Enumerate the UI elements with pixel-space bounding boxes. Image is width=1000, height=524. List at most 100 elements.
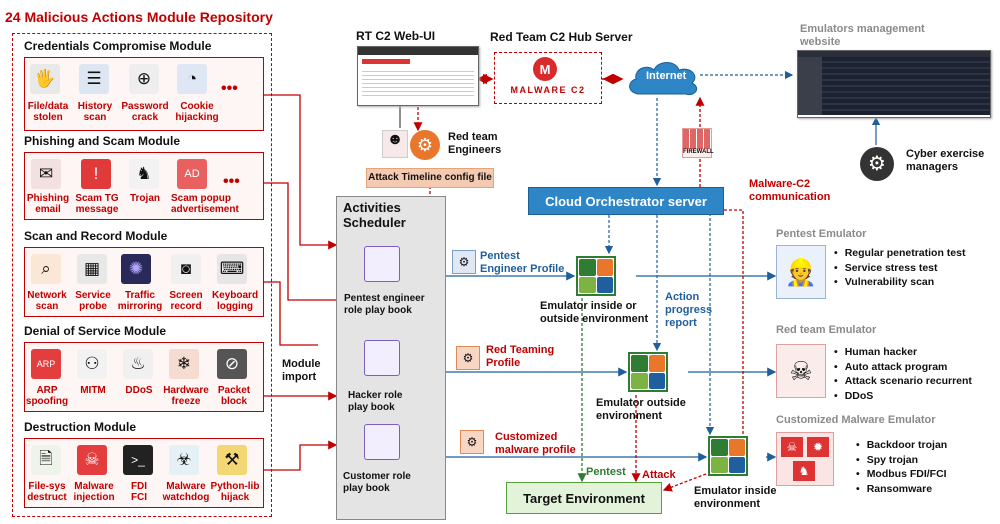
module-title-destruction: Destruction Module (24, 420, 137, 434)
action-label: Phishing email (26, 193, 70, 215)
module-scan-record[interactable]: ⌕ ▦ ✺ ◙ ⌨ Network scan Service probe Tra… (24, 247, 264, 317)
list-item: Modbus FDI/FCI (856, 467, 947, 482)
emulator-label-1: Emulator inside or outside environment (540, 300, 649, 325)
service-probe-icon: ▦ (77, 254, 107, 284)
malware-c2-logo-icon: M (533, 57, 557, 81)
firewall-label: FIREWALL (683, 149, 714, 155)
mgmt-website-screenshot (797, 50, 991, 118)
internet-cloud-icon (629, 62, 698, 96)
popup-ad-icon: AD (177, 159, 207, 189)
action-label: Traffic mirroring (117, 290, 163, 312)
attack-timeline-config[interactable]: Attack Timeline config file (366, 168, 494, 188)
emulator-label-3: Emulator inside environment (694, 485, 777, 510)
hardware-freeze-icon: ❄ (169, 349, 199, 379)
action-label: Hardware freeze (163, 385, 209, 407)
c2-hub-server[interactable]: M MALWARE C2 (494, 52, 602, 104)
module-phishing[interactable]: ✉ ! ♞ AD ••• Phishing email Scam TG mess… (24, 152, 264, 220)
playbook-label-hacker: Hacker role play book (348, 390, 403, 413)
cyber-managers-label: Cyber exercise managers (906, 148, 985, 173)
spy-icon: ✹ (807, 437, 829, 457)
malware-profile-icon: ⚙ (460, 430, 484, 454)
action-label: History scan (77, 101, 113, 123)
screen-record-icon: ◙ (171, 254, 201, 284)
mgmt-title: Emulators management website (800, 23, 925, 48)
internet-label: Internet (646, 70, 687, 82)
cookie-icon: ◔ (177, 64, 207, 94)
phishing-email-icon: ✉ (31, 159, 61, 189)
malware-c2-comm-label: Malware-C2 communication (749, 178, 831, 203)
traffic-mirror-icon: ✺ (121, 254, 151, 284)
list-item: Vulnerability scan (834, 275, 965, 290)
module-credentials[interactable]: 🖐 ☰ ⊕ ◔ ••• File/data stolen History sca… (24, 57, 264, 131)
emulator-label-2: Emulator outside environment (596, 397, 686, 422)
module-import-label: Module import (282, 358, 321, 383)
playbook-label-customer: Customer role play book (343, 471, 411, 494)
list-item: Spy trojan (856, 453, 947, 468)
action-progress-label: Action progress report (665, 291, 713, 329)
cyber-manager-icon: ⚙ (860, 147, 894, 181)
pentest-profile-icon: ⚙ (452, 250, 476, 274)
action-label: Scam TG message (75, 193, 119, 215)
scam-message-icon: ! (81, 159, 111, 189)
playbook-icon (364, 424, 400, 460)
pentest-list: Regular penetration test Service stress … (834, 246, 966, 290)
emulator-node-1[interactable] (576, 256, 616, 296)
trojan-horse-icon: ♞ (793, 461, 815, 481)
list-item: Auto attack program (834, 360, 972, 375)
trojan-icon: ♞ (129, 159, 159, 189)
red-team-hacker-icon: ☻ (382, 130, 408, 158)
redteam-profile-label: Red Teaming Profile (486, 344, 555, 369)
list-item: Service stress test (834, 261, 965, 276)
target-environment[interactable]: Target Environment (506, 482, 662, 514)
backdoor-icon: ☠ (781, 437, 803, 457)
module-import-lines (262, 94, 338, 471)
history-scan-icon: ☰ (79, 64, 109, 94)
hacker-icon: ☠ (776, 344, 826, 398)
list-item: Human hacker (834, 345, 972, 360)
action-label: FDI FCI (130, 481, 148, 503)
playbook-icon (364, 340, 400, 376)
redteam-emulator-title: Red team Emulator (776, 324, 877, 336)
malware-injection-icon: ☠ (77, 445, 107, 475)
pentest-profile-label: Pentest Engineer Profile (480, 250, 565, 275)
cloud-orchestrator-server[interactable]: Cloud Orchestrator server (528, 187, 724, 215)
redteam-list: Human hacker Auto attack program Attack … (834, 345, 972, 403)
action-label: Python-lib hijack (210, 481, 260, 503)
list-item: Ransomware (856, 482, 947, 497)
webui-title: RT C2 Web-UI (356, 29, 436, 43)
action-label: Malware injection (73, 481, 115, 503)
malware-emulator-title: Customized Malware Emulator (776, 414, 936, 426)
mitm-icon: ⚇ (77, 349, 107, 379)
action-label: Malware watchdog (162, 481, 210, 503)
action-label: File-sys destruct (27, 481, 67, 503)
emulator-node-2[interactable] (628, 352, 668, 392)
action-label: Scam popup advertisement (171, 193, 239, 215)
python-icon: ⚒ (217, 445, 247, 475)
module-title-dos: Denial of Service Module (24, 324, 167, 338)
emulator-node-3[interactable] (708, 436, 748, 476)
module-title-credentials: Credentials Compromise Module (24, 39, 212, 53)
action-label: File/data stolen (27, 101, 69, 123)
packet-block-icon: ⊘ (217, 349, 247, 379)
module-destruction[interactable]: 🗎 ☠ >_ ☣ ⚒ File-sys destruct Malware inj… (24, 438, 264, 508)
list-item: Attack scenario recurrent (834, 374, 972, 389)
engineers-label: Red team Engineers (448, 131, 502, 156)
hub-title: Red Team C2 Hub Server (490, 30, 633, 44)
keyboard-icon: ⌨ (217, 254, 247, 284)
repo-title: 24 Malicious Actions Module Repository (5, 9, 273, 25)
playbook-icon (364, 246, 400, 282)
module-repository (12, 33, 272, 517)
pentest-emulator-title: Pentest Emulator (776, 228, 867, 240)
attack-edge-label: Attack (642, 469, 676, 481)
fdi-fci-icon: >_ (123, 445, 153, 475)
action-label: Packet block (217, 385, 251, 407)
engineer-gear-icon: ⚙ (410, 130, 440, 160)
scheduler-title: Activities Scheduler (343, 200, 406, 230)
ddos-icon: ♨ (123, 349, 153, 379)
module-dos[interactable]: ARP ⚇ ♨ ❄ ⊘ ARP spoofing MITM DDoS Hardw… (24, 342, 264, 412)
malware-profile-label: Customized malware profile (495, 431, 576, 456)
playbook-label-pentest: Pentest engineer role play book (344, 293, 425, 316)
more-actions-icon: ••• (221, 80, 238, 97)
webui-screenshot (357, 46, 479, 106)
list-item: Regular penetration test (834, 246, 966, 261)
